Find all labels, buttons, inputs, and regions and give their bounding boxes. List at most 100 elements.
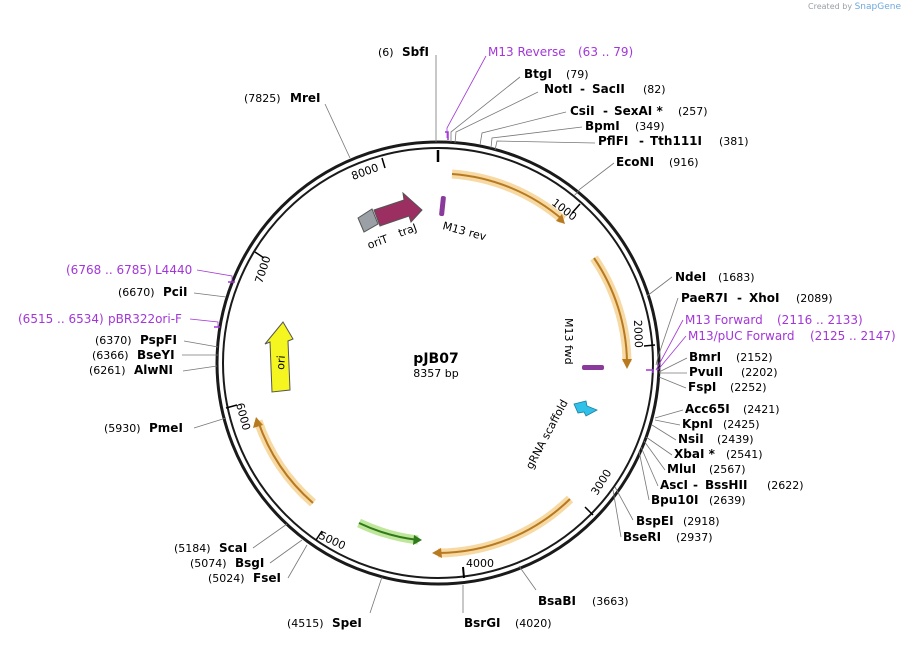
orf-arc-2: [590, 255, 632, 369]
backbone-inner: [222, 147, 654, 579]
leader-bsabi: [518, 565, 537, 591]
grna-scaffold-feature: [573, 400, 598, 417]
tick-mark-4000: [462, 566, 465, 579]
leader-csii: [479, 111, 567, 146]
enzyme-pflfi-tth111i: PflFI - Tth111I (381): [598, 130, 749, 149]
primer-m13-reverse: M13 Reverse (63 .. 79): [488, 41, 633, 60]
enzyme-kpni: KpnI (2425): [682, 413, 760, 432]
enzyme-paer7i-xhoi: PaeR7I - XhoI (2089): [681, 287, 833, 306]
leader-mrei: [324, 103, 351, 159]
leader-m13-forward: [655, 319, 684, 371]
enzyme-fsei: (5024) FseI: [208, 567, 281, 586]
enzyme-bmri: BmrI (2152): [689, 346, 773, 365]
tick-mark-6000: [225, 404, 238, 409]
leader-spei: [369, 576, 383, 614]
tick-label-2000: 2000: [631, 320, 645, 348]
oriT-label: oriT: [366, 232, 390, 252]
enzyme-bpmi: BpmI (349): [585, 115, 665, 134]
m13-fwd-site: [582, 365, 604, 370]
primer-marker-m13-forward: [646, 369, 654, 373]
traJ-label: traJ: [397, 221, 419, 240]
m13-fwd-label: M13 fwd: [562, 318, 575, 365]
enzyme-csii-sexai: CsiI - SexAI * (257): [570, 100, 708, 119]
leader-xbai: [645, 436, 673, 456]
enzyme-scai: (5184) ScaI: [174, 537, 247, 556]
credit-prefix: Created by: [808, 2, 853, 11]
enzyme-pcii: (6670) PciI: [118, 281, 188, 300]
enzyme-asci-bsshii: AscI - BssHII (2622): [660, 474, 804, 493]
leader-mlui: [643, 440, 666, 471]
leader-m13-reverse: [446, 55, 487, 138]
leader-l4440: [196, 269, 233, 281]
leader-pflfi: [494, 140, 596, 151]
leader-bpmi: [490, 126, 583, 149]
traJ-feature: [373, 191, 423, 227]
leader-fspi: [658, 376, 687, 389]
primer-pbr322ori-f: (6515 .. 6534) pBR322ori-F: [18, 308, 182, 327]
tick-mark-8000: [381, 157, 386, 169]
leader-econi: [573, 162, 615, 197]
orf-arc-green: [357, 518, 422, 545]
enzyme-bsabi: BsaBI (3663): [538, 590, 629, 609]
tick-mark-1000: [571, 203, 581, 214]
enzyme-spei: (4515) SpeI: [287, 612, 362, 631]
leader-bsgi: [269, 539, 303, 564]
tick-mark-3000: [584, 506, 594, 516]
orf-arc-1: [451, 169, 566, 224]
enzyme-pmei: (5930) PmeI: [104, 417, 183, 436]
leader-nsii: [651, 424, 677, 441]
m13-rev-site: [439, 196, 446, 217]
primer-marker-m13-reverse: [445, 131, 449, 140]
primer-m13-forward: M13 Forward (2116 .. 2133): [685, 309, 863, 328]
enzyme-ndei: NdeI (1683): [675, 266, 755, 285]
enzyme-fspi: FspI (2252): [688, 376, 767, 395]
enzyme-noti-sacii: NotI - SacII (82): [544, 78, 666, 97]
plasmid-name: pJB07: [413, 351, 458, 367]
enzyme-acc65i: Acc65I (2421): [685, 398, 780, 417]
snapgene-brand: SnapGene: [854, 2, 901, 12]
enzyme-bseyi: (6366) BseYI: [92, 344, 175, 363]
orf-arc-4: [253, 417, 316, 507]
enzyme-econi: EcoNI (916): [616, 151, 699, 170]
leader-pspfi: [183, 340, 219, 348]
primer-l4440: (6768 .. 6785) L4440: [66, 259, 192, 278]
leader-asci: [640, 446, 659, 487]
primer-m13-puc-forward: M13/pUC Forward (2125 .. 2147): [688, 325, 896, 344]
leader-pcii: [193, 292, 227, 298]
snapgene-credit: Created by SnapGene: [808, 2, 901, 12]
leader-ndei: [646, 276, 673, 297]
ori-feature: [264, 321, 294, 393]
backbone-outer: [215, 140, 661, 586]
leader-pmei: [193, 417, 227, 429]
enzyme-mrei: (7825) MreI: [244, 87, 320, 106]
tick-label-4000: 4000: [466, 557, 494, 570]
leader-bspei: [614, 486, 634, 521]
leader-scai: [252, 523, 288, 549]
m13-rev-label: M13 rev: [441, 219, 488, 243]
leader-m13-puc-forward: [656, 335, 687, 372]
grna-scaffold-label: gRNA scaffold: [523, 398, 571, 472]
leader-pbr322ori-f: [189, 318, 219, 327]
enzyme-bsrgi: BsrGI (4020): [464, 612, 552, 631]
enzyme-nsii: NsiI (2439): [678, 428, 754, 447]
enzyme-bpu10i: Bpu10I (2639): [651, 489, 746, 508]
leader-paer7i: [655, 297, 679, 366]
enzyme-btgi: BtgI (79): [524, 63, 589, 82]
enzyme-sbfi: (6) SbfI: [378, 41, 429, 60]
enzyme-mlui: MluI (2567): [667, 458, 746, 477]
enzyme-alwni: (6261) AlwNI: [89, 359, 173, 378]
enzyme-pspfi: (6370) PspFI: [95, 329, 177, 348]
enzyme-bseri: BseRI (2937): [623, 526, 713, 545]
tick-label-7000: 7000: [252, 254, 273, 285]
leader-fsei: [287, 544, 308, 579]
enzyme-bspei: BspEI (2918): [636, 510, 720, 529]
tick-label-6000: 6000: [233, 401, 253, 431]
tick-mark-5000: [315, 530, 323, 541]
leader-noti: [454, 91, 539, 144]
oriT-feature: [357, 208, 379, 233]
leader-alwni: [182, 365, 218, 372]
ori-label: ori: [274, 355, 288, 370]
leader-bpu10i: [638, 450, 650, 501]
